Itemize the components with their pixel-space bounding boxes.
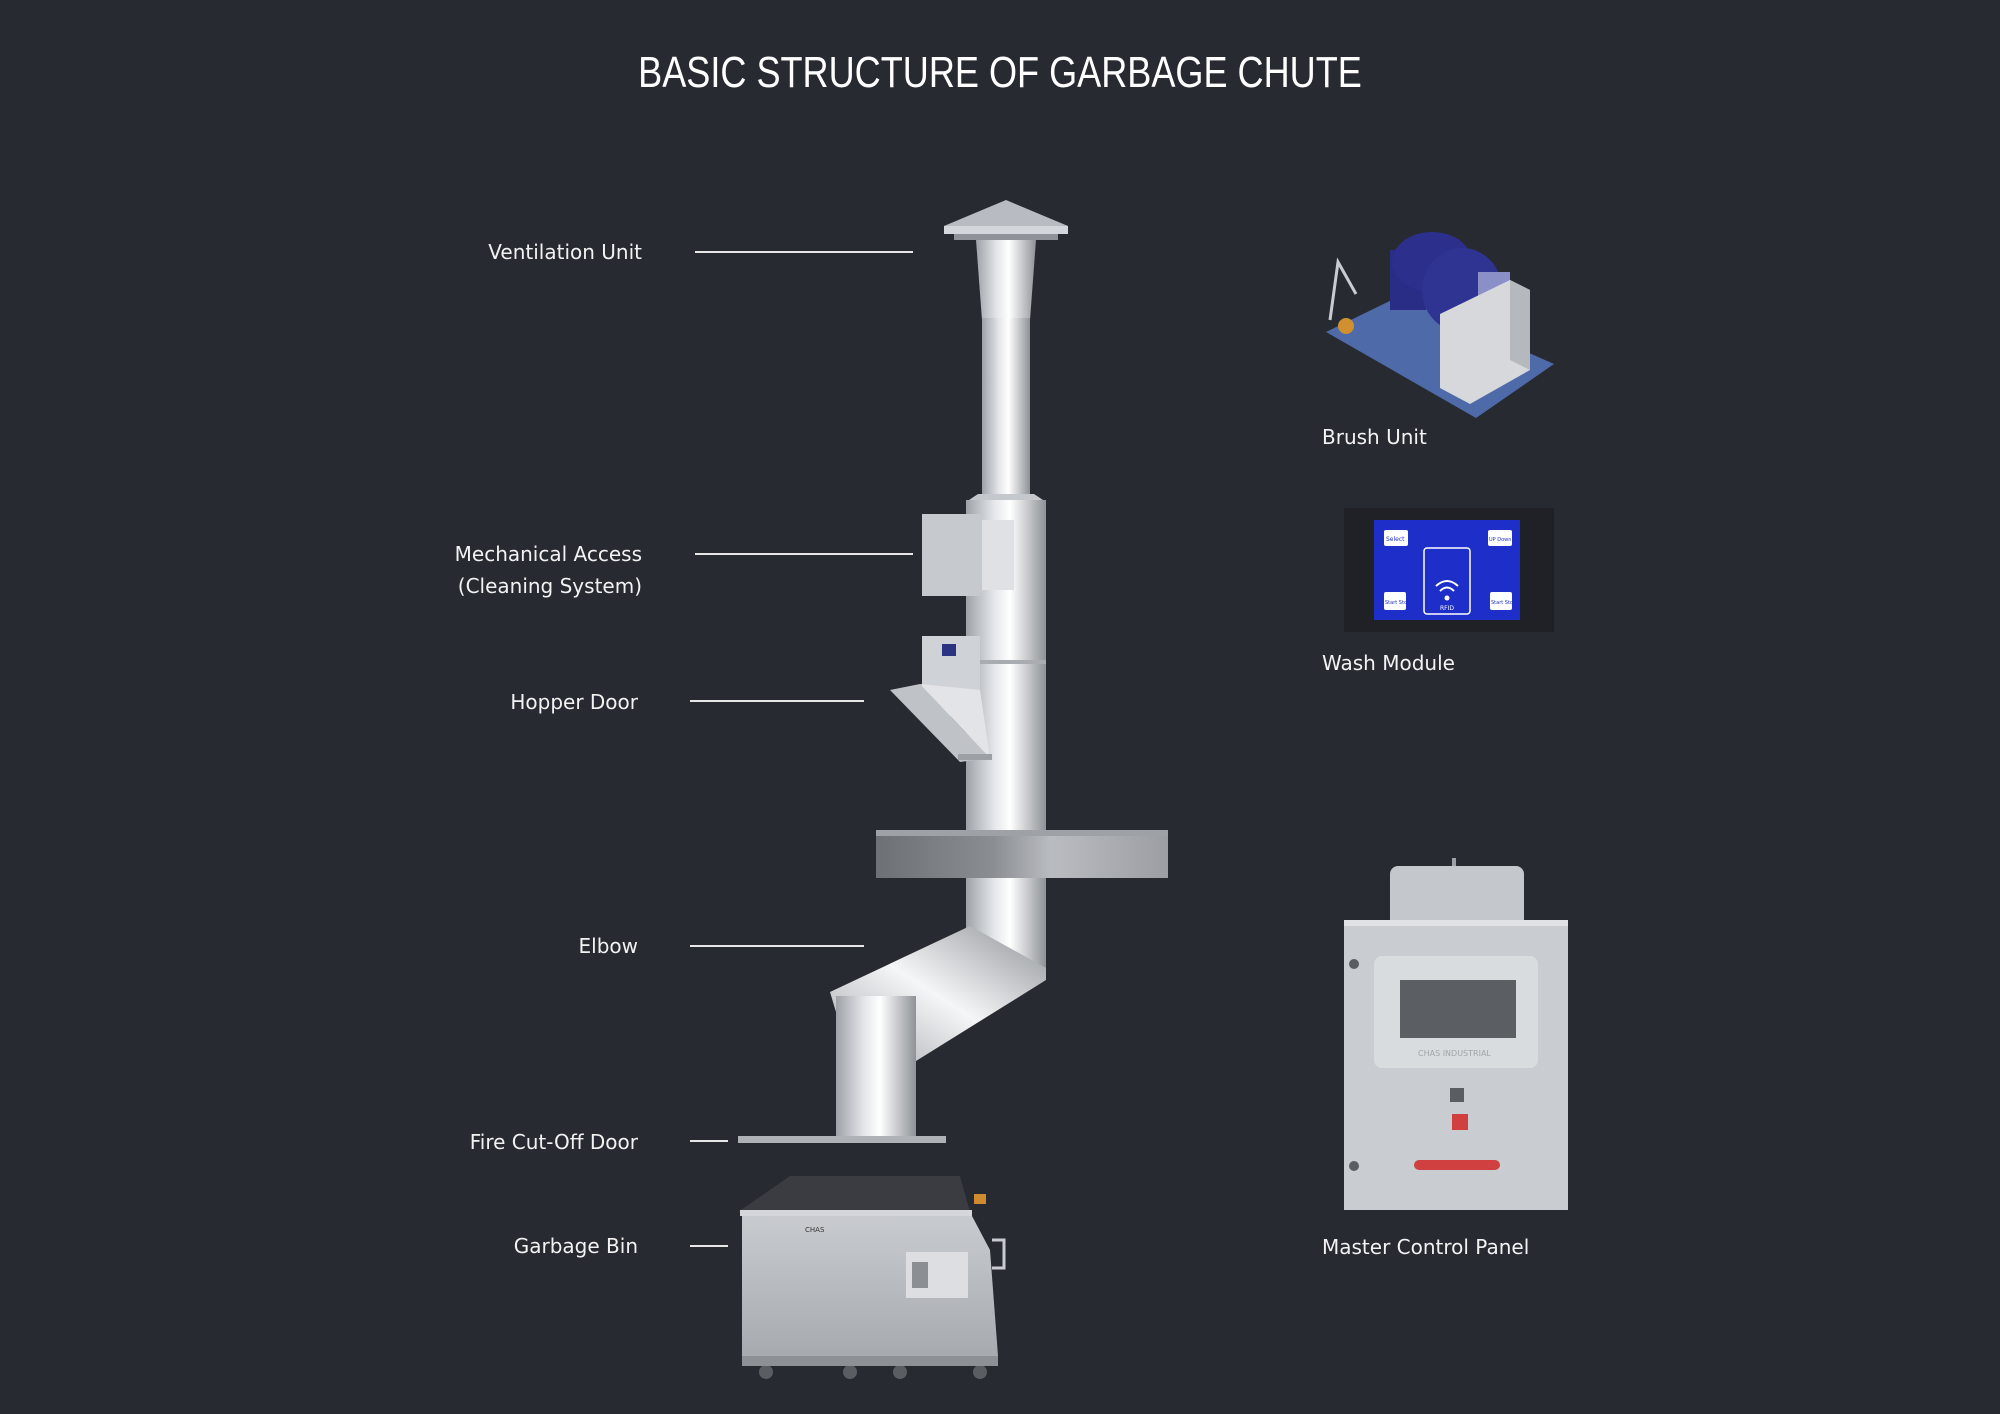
leader-fire-cut-off-door [690,1140,728,1142]
label-cleaning-system: (Cleaning System) [457,574,642,598]
leader-elbow [690,945,864,947]
fire-cut-off-door [738,1136,946,1143]
floor-slab [876,830,1168,878]
label-wash-module: Wash Module [1322,651,1455,675]
wash-screen-select: Select [1386,536,1405,543]
leader-hopper-door [690,700,864,702]
leader-garbage-bin [690,1245,728,1247]
label-hopper-door: Hopper Door [510,690,638,714]
mechanical-access-box [922,514,1014,596]
label-mechanical-access: Mechanical Access [454,542,642,566]
panel-brand: CHAS INDUSTRIAL [1418,1049,1491,1058]
wash-screen-start-stop-2: Start Stop [1491,600,1516,606]
wash-screen-rfid: RFID [1440,605,1454,612]
wash-module [1344,508,1554,632]
wash-screen-up-down: UP Down [1489,537,1511,543]
label-fire-cut-off-door: Fire Cut-Off Door [469,1130,638,1154]
label-ventilation-unit: Ventilation Unit [488,240,642,264]
ventilation-unit [944,200,1068,320]
bottom-pipe [836,996,916,1136]
leader-ventilation-unit [695,251,913,253]
wash-screen-start-stop-1: Start Stop [1385,600,1410,606]
label-garbage-bin: Garbage Bin [513,1234,638,1258]
label-master-control-panel: Master Control Panel [1322,1235,1530,1259]
hopper-door [890,636,992,762]
brush-unit [1326,232,1554,418]
master-control-panel [1344,858,1568,1210]
diagram-title: BASIC STRUCTURE OF GARBAGE CHUTE [638,48,1362,97]
upper-pipe [982,318,1030,494]
bin-brand: CHAS [805,1226,825,1234]
leader-mechanical-access [695,553,913,555]
label-elbow: Elbow [578,934,638,958]
label-brush-unit: Brush Unit [1322,425,1427,449]
garbage-bin [738,1176,1006,1379]
